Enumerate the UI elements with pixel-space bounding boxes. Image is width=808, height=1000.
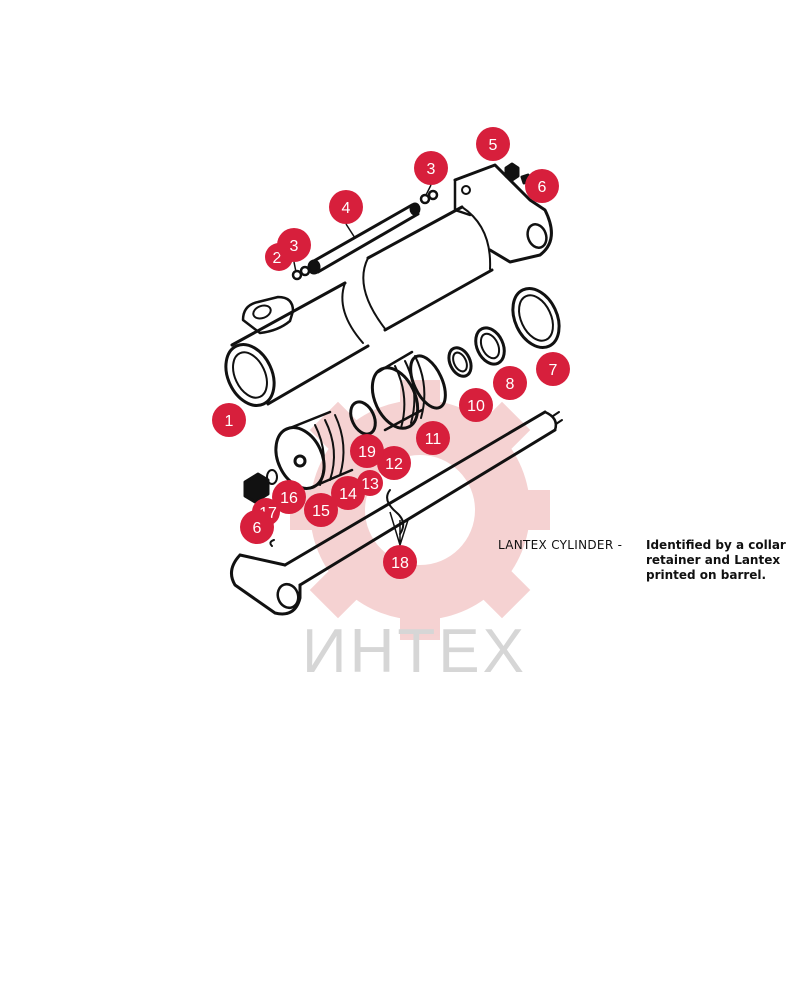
callout-badge[interactable]: 4 [329, 190, 363, 224]
caption-line: printed on barrel. [646, 568, 767, 582]
svg-text:5: 5 [489, 137, 498, 154]
seal-rings [447, 326, 506, 378]
svg-text:6: 6 [538, 179, 547, 196]
svg-text:16: 16 [280, 490, 298, 507]
callout-badge[interactable]: 15 [304, 493, 338, 527]
svg-text:18: 18 [391, 555, 409, 572]
leader-lines [293, 167, 511, 546]
caption-line: Identified by a collar [646, 538, 786, 552]
callout-badge[interactable]: 10 [459, 388, 493, 422]
callout-badge[interactable]: 6 [240, 510, 274, 544]
callout-badge[interactable]: 8 [493, 366, 527, 400]
callout-badge[interactable]: 6 [525, 169, 559, 203]
watermark-text: ИНТЕХ [302, 617, 527, 686]
collar-retainer [511, 287, 561, 349]
grease-fitting [504, 162, 532, 185]
callout-badge[interactable]: 5 [476, 127, 510, 161]
caption-title: LANTEX CYLINDER - [498, 538, 623, 552]
caption-description: Identified by a collar retainer and Lant… [646, 538, 796, 583]
piston [274, 410, 354, 490]
svg-text:3: 3 [427, 161, 436, 178]
callouts: 1 2 3 3 4 5 6 7 8 10 11 12 13 19 14 15 1… [212, 127, 570, 579]
svg-text:12: 12 [385, 456, 403, 473]
callout-badge[interactable]: 14 [331, 476, 365, 510]
callout-badge[interactable]: 18 [383, 545, 417, 579]
svg-text:8: 8 [506, 376, 515, 393]
svg-text:4: 4 [342, 200, 351, 217]
callout-badge[interactable]: 7 [536, 352, 570, 386]
piston-rod [229, 410, 563, 616]
cylinder-line-art [224, 162, 563, 616]
svg-text:13: 13 [361, 476, 379, 493]
svg-text:10: 10 [467, 398, 485, 415]
svg-text:14: 14 [339, 486, 357, 503]
svg-text:15: 15 [312, 503, 330, 520]
rear-clevis [453, 163, 553, 264]
tube [307, 202, 421, 275]
caption-line: retainer and Lantex [646, 553, 781, 567]
callout-badge[interactable]: 16 [272, 480, 306, 514]
svg-text:11: 11 [425, 431, 442, 448]
piston-nut [243, 469, 278, 504]
barrel-rear [362, 205, 494, 332]
callout-badge[interactable]: 3 [277, 228, 311, 262]
wiper-ring [349, 400, 377, 436]
gland [370, 350, 447, 432]
callout-badge[interactable]: 11 [416, 421, 450, 455]
svg-text:2: 2 [273, 250, 282, 267]
callout-badge[interactable]: 1 [212, 403, 246, 437]
svg-text:7: 7 [549, 362, 558, 379]
fittings [291, 189, 439, 281]
svg-text:3: 3 [290, 238, 299, 255]
barrel-front [224, 281, 370, 407]
svg-text:1: 1 [225, 413, 234, 430]
svg-text:19: 19 [358, 444, 376, 461]
svg-text:6: 6 [253, 520, 262, 537]
callout-badge[interactable]: 19 [350, 434, 384, 468]
callout-badge[interactable]: 12 [377, 446, 411, 480]
callout-badge[interactable]: 3 [414, 151, 448, 185]
